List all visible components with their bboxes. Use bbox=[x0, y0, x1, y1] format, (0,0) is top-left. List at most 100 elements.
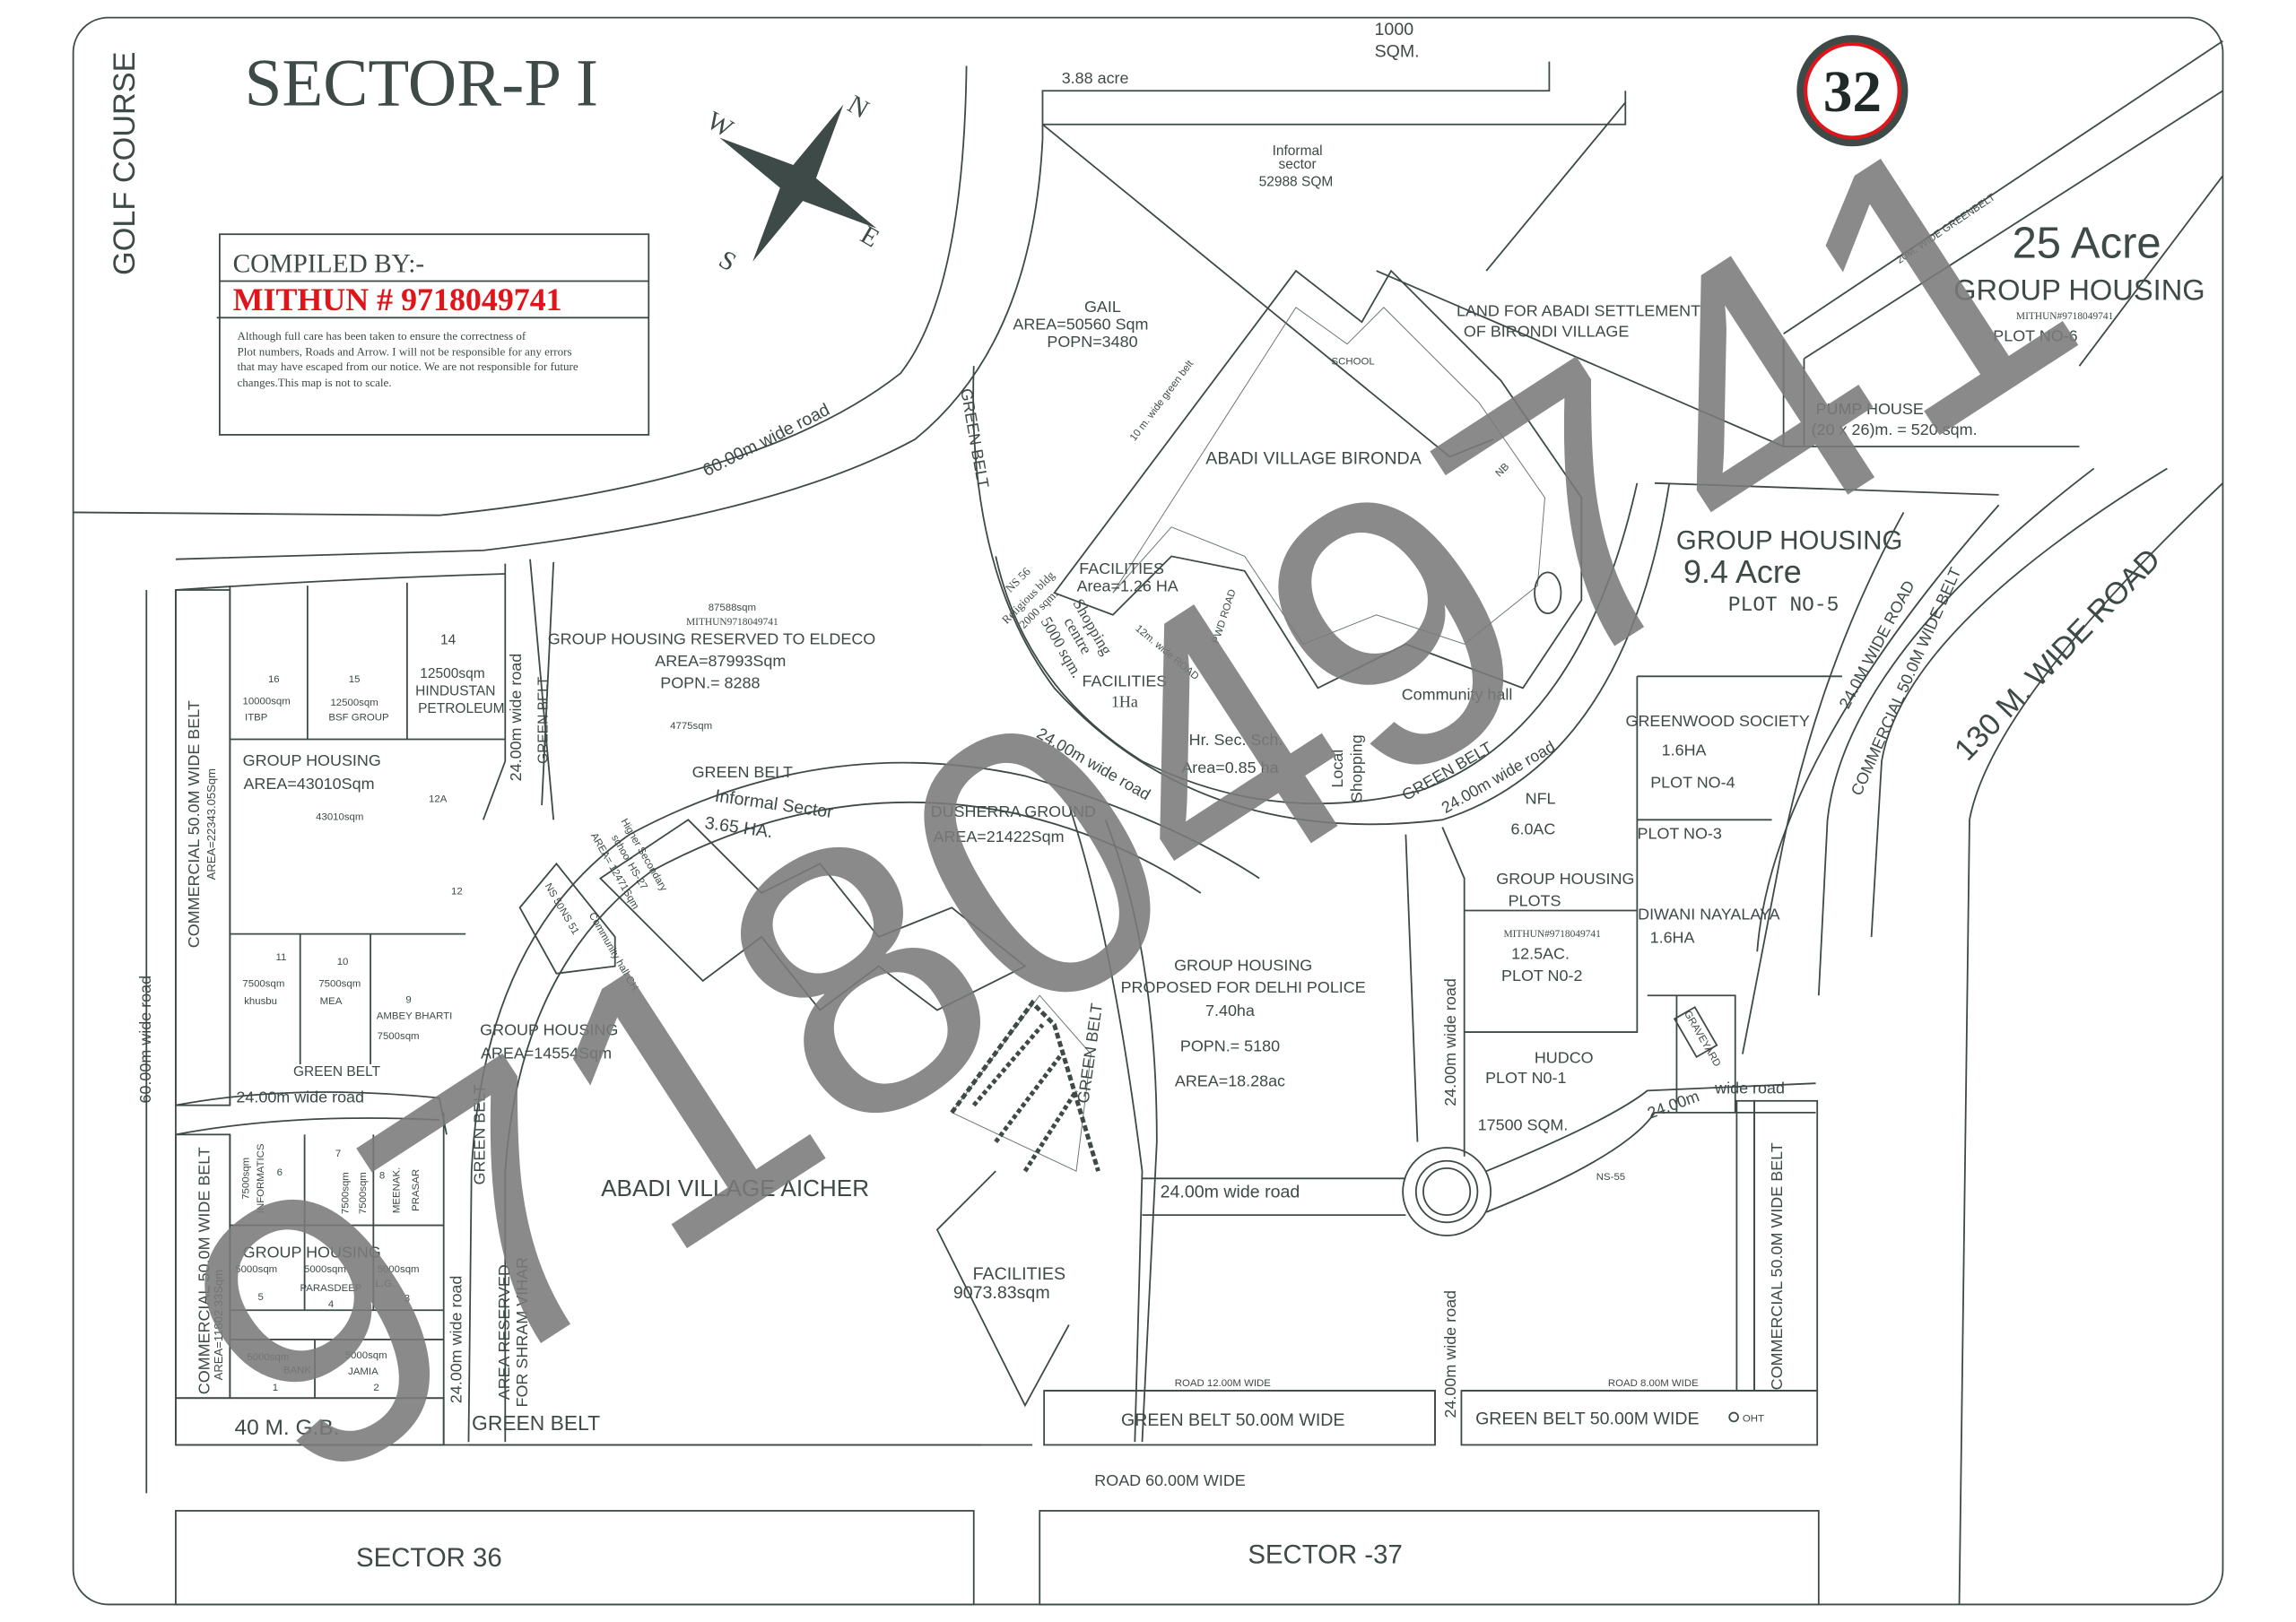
svg-text:BSF GROUP: BSF GROUP bbox=[328, 712, 388, 723]
svg-text:PUMP HOUSE: PUMP HOUSE bbox=[1816, 400, 1924, 418]
svg-text:AREA=21422Sqm: AREA=21422Sqm bbox=[933, 828, 1064, 846]
svg-text:15: 15 bbox=[349, 674, 361, 685]
svg-text:Shopping: Shopping bbox=[1347, 734, 1365, 802]
svg-text:6: 6 bbox=[277, 1167, 283, 1178]
svg-text:10000sqm: 10000sqm bbox=[243, 696, 291, 707]
svg-text:GREEN BELT: GREEN BELT bbox=[293, 1064, 381, 1080]
compass-icon bbox=[719, 104, 877, 262]
svg-text:AREA=43010Sqm: AREA=43010Sqm bbox=[243, 775, 374, 793]
svg-text:FACILITIES: FACILITIES bbox=[1083, 672, 1168, 690]
contact-phone: MITHUN # 9718049741 bbox=[233, 282, 562, 317]
svg-text:12: 12 bbox=[451, 887, 463, 898]
svg-text:PLOT NO-5: PLOT NO-5 bbox=[1728, 594, 1839, 617]
svg-text:10 m. wide green belt: 10 m. wide green belt bbox=[1128, 358, 1196, 443]
svg-text:that may have escaped from our: that may have escaped from our notice. W… bbox=[237, 360, 578, 373]
compiled-by-box: COMPILED BY:- MITHUN # 9718049741 Althou… bbox=[216, 233, 650, 436]
svg-text:ROAD 12.00M WIDE: ROAD 12.00M WIDE bbox=[1175, 1378, 1272, 1389]
svg-text:PLOT N0-2: PLOT N0-2 bbox=[1501, 967, 1582, 984]
svg-text:ABADI VILLAGE BIRONDA: ABADI VILLAGE BIRONDA bbox=[1205, 449, 1422, 469]
svg-text:1Ha: 1Ha bbox=[1111, 693, 1138, 711]
svg-text:43010sqm: 43010sqm bbox=[316, 811, 363, 822]
svg-text:AREA=14554Sqm: AREA=14554Sqm bbox=[481, 1044, 612, 1062]
svg-text:GREEN BELT 50.00M WIDE: GREEN BELT 50.00M WIDE bbox=[1121, 1410, 1345, 1430]
svg-text:7: 7 bbox=[335, 1149, 341, 1159]
golf-course-label: GOLF COURSE bbox=[108, 52, 142, 275]
svg-text:52988 SQM: 52988 SQM bbox=[1259, 174, 1334, 189]
svg-text:1000: 1000 bbox=[1375, 20, 1414, 39]
svg-text:POPN.= 5180: POPN.= 5180 bbox=[1180, 1037, 1280, 1054]
svg-text:16: 16 bbox=[268, 674, 280, 685]
svg-text:GREEN BELT: GREEN BELT bbox=[472, 1411, 600, 1435]
svg-text:POPN.= 8288: POPN.= 8288 bbox=[660, 673, 760, 691]
svg-text:24.00m wide road: 24.00m wide road bbox=[507, 654, 525, 782]
svg-text:5000sqm: 5000sqm bbox=[247, 1352, 289, 1363]
svg-text:OF BIRONDI VILLAGE: OF BIRONDI VILLAGE bbox=[1464, 323, 1629, 341]
svg-text:Local: Local bbox=[1328, 750, 1346, 788]
svg-text:SECTOR -37: SECTOR -37 bbox=[1248, 1540, 1402, 1570]
svg-text:Hr. Sec. Sch.: Hr. Sec. Sch. bbox=[1189, 731, 1283, 749]
svg-text:GREEN BELT: GREEN BELT bbox=[957, 387, 992, 490]
svg-text:SQM.: SQM. bbox=[1375, 42, 1420, 62]
svg-text:NS-55: NS-55 bbox=[1596, 1172, 1625, 1183]
svg-text:24.00m: 24.00m bbox=[1645, 1087, 1701, 1122]
graveyard-plot bbox=[1673, 1006, 1718, 1059]
sector-number-badge: 32 bbox=[1796, 35, 1909, 147]
svg-text:7500sqm: 7500sqm bbox=[358, 1172, 369, 1214]
svg-text:87588sqm: 87588sqm bbox=[709, 603, 756, 613]
svg-text:1: 1 bbox=[273, 1383, 278, 1393]
compass-e: E bbox=[856, 221, 884, 254]
svg-text:5000sqm: 5000sqm bbox=[345, 1350, 387, 1361]
svg-text:GREEN BELT 50.00M WIDE: GREEN BELT 50.00M WIDE bbox=[1475, 1409, 1700, 1429]
svg-text:24.00m wide road: 24.00m wide road bbox=[1161, 1183, 1300, 1202]
svg-text:MITHUN#9718049741: MITHUN#9718049741 bbox=[1503, 929, 1601, 940]
svg-text:sector: sector bbox=[1278, 157, 1316, 172]
svg-text:25 Acre: 25 Acre bbox=[2013, 219, 2161, 267]
svg-text:GREEN BELT: GREEN BELT bbox=[536, 676, 552, 764]
svg-text:FOR SHRAM VIHAR: FOR SHRAM VIHAR bbox=[513, 1257, 531, 1407]
svg-text:(20 x 26)m. = 520 sqm.: (20 x 26)m. = 520 sqm. bbox=[1812, 421, 1978, 438]
compass-s: S bbox=[714, 245, 741, 277]
svg-text:PLOT N0-1: PLOT N0-1 bbox=[1485, 1069, 1566, 1087]
svg-text:7.40ha: 7.40ha bbox=[1205, 1002, 1255, 1019]
svg-text:3.88 acre: 3.88 acre bbox=[1062, 69, 1129, 87]
svg-text:8: 8 bbox=[379, 1170, 385, 1181]
svg-text:MITHUN#9718049741: MITHUN#9718049741 bbox=[2016, 311, 2114, 322]
residential-cluster bbox=[950, 999, 1100, 1173]
svg-text:9: 9 bbox=[405, 994, 411, 1005]
svg-text:6.0AC: 6.0AC bbox=[1511, 820, 1556, 838]
svg-text:5000sqm: 5000sqm bbox=[304, 1264, 346, 1275]
svg-text:12A: 12A bbox=[429, 794, 448, 805]
svg-text:9.4 Acre: 9.4 Acre bbox=[1683, 553, 1802, 590]
svg-text:COMMERCIAL 50.0M WIDE BELT: COMMERCIAL 50.0M WIDE BELT bbox=[195, 1147, 213, 1394]
svg-text:DUSHERRA GROUND: DUSHERRA GROUND bbox=[931, 802, 1096, 820]
svg-text:11: 11 bbox=[276, 952, 287, 963]
svg-text:POPN=3480: POPN=3480 bbox=[1047, 333, 1137, 351]
svg-text:GROUP HOUSING: GROUP HOUSING bbox=[1174, 956, 1312, 974]
svg-text:Community hall: Community hall bbox=[1402, 685, 1513, 703]
svg-text:5000sqm: 5000sqm bbox=[378, 1264, 420, 1275]
svg-text:GROUP HOUSING: GROUP HOUSING bbox=[480, 1020, 618, 1038]
svg-text:PETROLEUM: PETROLEUM bbox=[418, 701, 504, 716]
svg-text:GROUP HOUSING: GROUP HOUSING bbox=[1953, 273, 2205, 307]
svg-text:60.00m wide road: 60.00m wide road bbox=[700, 400, 833, 481]
svg-text:INFORMATICS: INFORMATICS bbox=[256, 1143, 266, 1213]
svg-text:PLOT NO-4: PLOT NO-4 bbox=[1650, 773, 1735, 791]
svg-text:SECTOR 36: SECTOR 36 bbox=[356, 1543, 502, 1573]
svg-text:17500 SQM.: 17500 SQM. bbox=[1478, 1115, 1569, 1133]
svg-text:24.00m wide road: 24.00m wide road bbox=[236, 1088, 364, 1106]
sector-36-block bbox=[175, 1510, 975, 1606]
svg-text:DIWANI NAYALAYA: DIWANI NAYALAYA bbox=[1638, 905, 1780, 923]
svg-text:24.00m wide road: 24.00m wide road bbox=[1441, 1290, 1459, 1418]
svg-text:BANK: BANK bbox=[283, 1365, 311, 1375]
svg-text:130 M. WIDE ROAD: 130 M. WIDE ROAD bbox=[1948, 542, 2167, 768]
svg-text:GAIL: GAIL bbox=[1084, 298, 1121, 316]
svg-text:JAMIA: JAMIA bbox=[348, 1366, 378, 1377]
svg-text:Informal: Informal bbox=[1273, 143, 1323, 159]
svg-text:Area=1.26 HA: Area=1.26 HA bbox=[1077, 577, 1178, 595]
svg-text:HINDUSTAN: HINDUSTAN bbox=[415, 684, 495, 699]
svg-text:HUDCO: HUDCO bbox=[1535, 1048, 1594, 1066]
svg-text:7500sqm: 7500sqm bbox=[241, 1158, 252, 1200]
svg-text:7500sqm: 7500sqm bbox=[341, 1172, 352, 1214]
svg-text:GREEN BELT: GREEN BELT bbox=[470, 1084, 488, 1184]
svg-text:COMMERCIAL 50.0M WIDE BELT: COMMERCIAL 50.0M WIDE BELT bbox=[185, 700, 203, 948]
